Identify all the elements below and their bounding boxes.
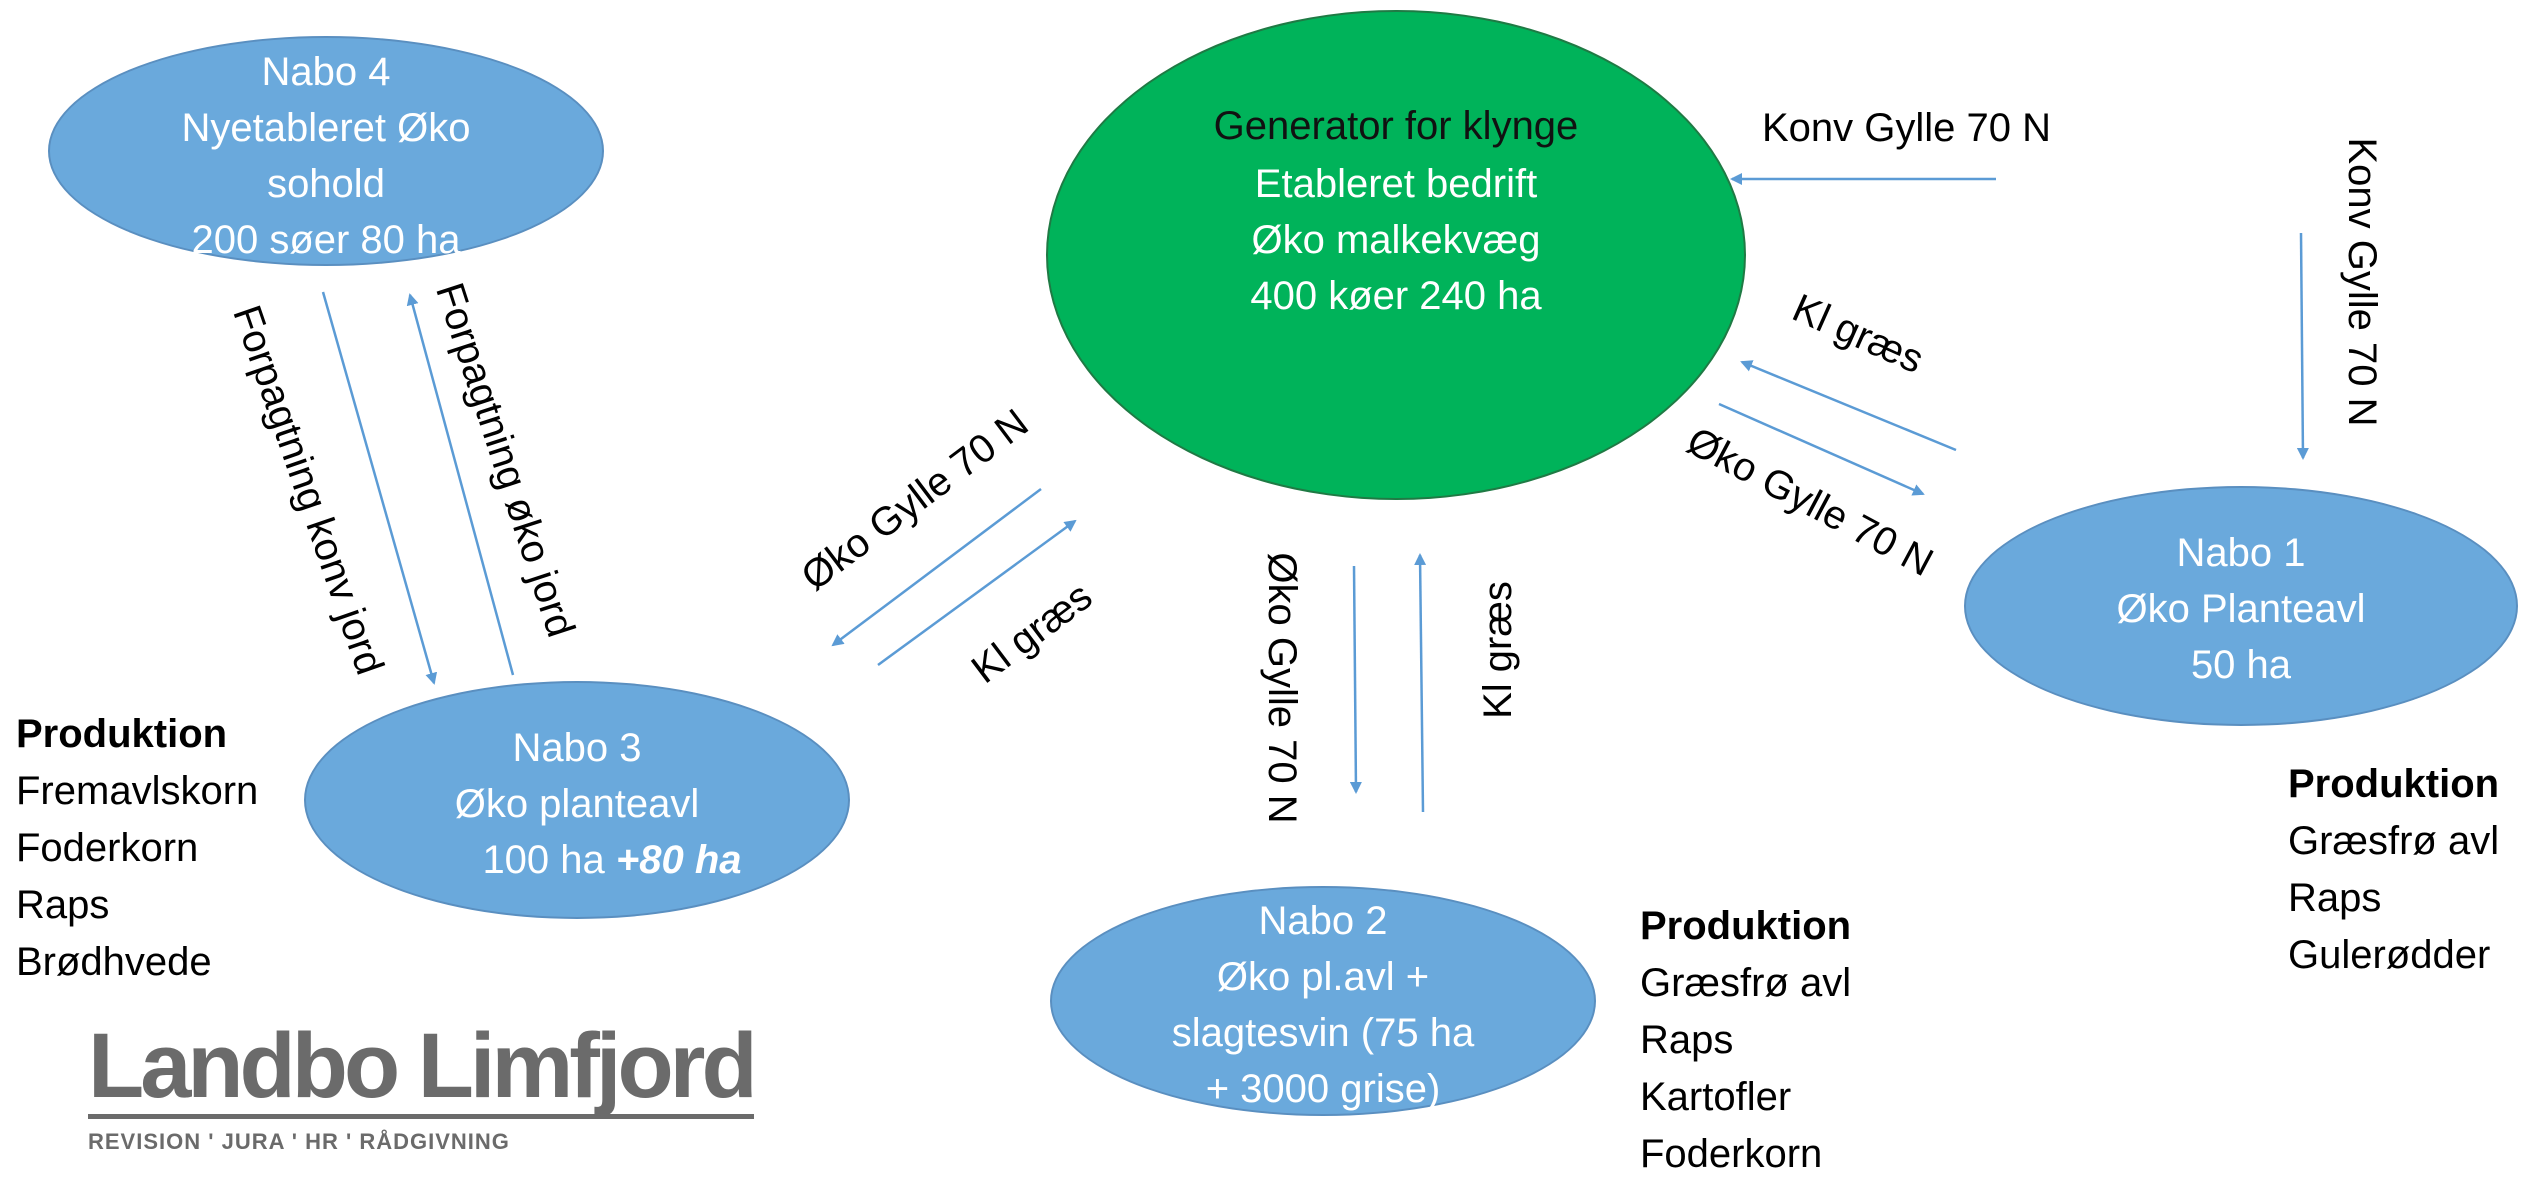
node-nabo2: [1050, 886, 1596, 1116]
nabo1-line-3: 50 ha: [2190, 643, 2292, 687]
production-nabo1-item: Græsfrø avl: [2288, 819, 2500, 863]
production-nabo1-item: Gulerødder: [2288, 933, 2491, 977]
nabo3-line-2: Øko planteavl: [454, 782, 700, 826]
arrow-nabo3-to-gen: [877, 519, 1077, 667]
production-nabo1-title: Produktion: [2288, 762, 2500, 806]
nabo1-line-2: Øko Planteavl: [2116, 587, 2366, 631]
nabo4-line-2: Nyetableret Øko: [181, 106, 471, 150]
node-nabo1-text: Nabo 1 Øko Planteavl 50 ha: [2016, 525, 2466, 693]
node-nabo3: [304, 681, 850, 919]
nabo2-line-3: slagtesvin (75 ha: [1171, 1011, 1475, 1055]
nabo3-line-1: Nabo 3: [512, 726, 642, 770]
landbo-limfjord-logo: Landbo Limfjord REVISION ' JURA ' HR ' R…: [88, 1015, 758, 1155]
nabo4-line-3: sohold: [267, 162, 385, 206]
nabo2-line-4: + 3000 grise): [1205, 1067, 1441, 1111]
production-nabo2: Produktion Græsfrø avl Raps Kartofler Fo…: [1640, 898, 1851, 1183]
production-nabo3-item: Fremavlskorn: [16, 769, 259, 813]
arrow-konv-to-nabo1: [2296, 232, 2309, 460]
arrow-gen-to-nabo1: [1718, 402, 1925, 496]
nabo3-extra-area: +80 ha: [615, 838, 742, 882]
nabo2-line-2: Øko pl.avl +: [1216, 955, 1430, 999]
label-konv-gylle-side: Konv Gylle 70 N: [2340, 137, 2384, 427]
node-generator: [1046, 10, 1746, 500]
production-nabo2-item: Foderkorn: [1640, 1132, 1823, 1176]
production-nabo3: Produktion Fremavlskorn Foderkorn Raps B…: [16, 706, 258, 991]
logo-tagline: REVISION ' JURA ' HR ' RÅDGIVNING: [88, 1129, 510, 1154]
arrow-nabo2-to-gen: [1414, 553, 1427, 813]
nabo3-area: 100 ha: [482, 838, 605, 882]
production-nabo2-title: Produktion: [1640, 904, 1852, 948]
generator-line-3: 400 køer 240 ha: [1250, 274, 1542, 318]
nabo2-line-1: Nabo 2: [1258, 899, 1388, 943]
nabo4-line-4: 200 søer 80 ha: [191, 218, 461, 262]
production-nabo2-item: Kartofler: [1640, 1075, 1792, 1119]
node-nabo4-text: Nabo 4 Nyetableret Øko sohold 200 søer 8…: [100, 44, 552, 268]
arrow-nabo4-to-nabo3: [321, 291, 438, 685]
logo-name: Landbo Limfjord: [88, 1015, 758, 1119]
nabo1-line-1: Nabo 1: [2176, 531, 2306, 575]
generator-title: Generator for klynge: [1213, 104, 1579, 148]
label-oko-gylle-nabo2: Øko Gylle 70 N: [1260, 552, 1304, 824]
production-nabo1-item: Raps: [2288, 876, 2382, 920]
production-nabo2-item: Græsfrø avl: [1640, 961, 1852, 1005]
nabo4-line-1: Nabo 4: [261, 50, 391, 94]
production-nabo3-title: Produktion: [16, 712, 228, 756]
label-konv-gylle-top: Konv Gylle 70 N: [1762, 106, 2052, 150]
arrow-nabo3-to-nabo4: [406, 293, 515, 676]
arrow-gen-to-nabo3: [831, 488, 1042, 647]
node-nabo3-text: Nabo 3 Øko planteavl 100 ha +80 ha: [354, 720, 800, 888]
arrow-gen-to-nabo2: [1349, 565, 1362, 794]
production-nabo3-item: Raps: [16, 883, 110, 927]
node-nabo4: [48, 36, 604, 266]
node-nabo2-text: Nabo 2 Øko pl.avl + slagtesvin (75 ha + …: [1100, 893, 1546, 1117]
generator-line-1: Etableret bedrift: [1254, 162, 1538, 206]
production-nabo2-item: Raps: [1640, 1018, 1734, 1062]
arrow-nabo1-to-gen: [1740, 360, 1957, 452]
production-nabo3-item: Brødhvede: [16, 940, 212, 984]
production-nabo1: Produktion Græsfrø avl Raps Gulerødder: [2288, 756, 2499, 984]
production-nabo3-item: Foderkorn: [16, 826, 199, 870]
nabo3-line-3: 100 ha +80 ha: [354, 832, 800, 888]
node-generator-text: Generator for klynge Etableret bedrift Ø…: [1096, 98, 1696, 324]
node-nabo1: [1964, 486, 2518, 726]
generator-line-2: Øko malkekvæg: [1251, 218, 1541, 262]
label-kl-graes-nabo2: Kl græs: [1476, 581, 1520, 719]
